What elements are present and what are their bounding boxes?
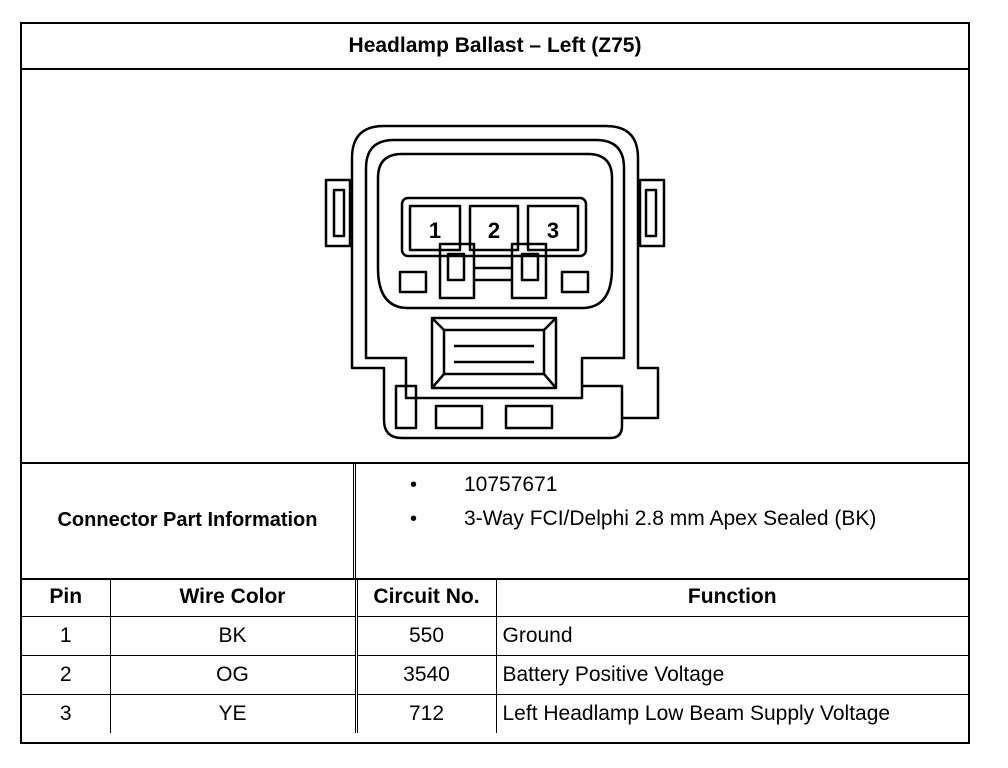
cell-circuit: 3540	[354, 655, 497, 695]
left-latch	[324, 178, 352, 248]
pin-label-2: 2	[488, 218, 500, 243]
connector-diagram-panel: 1 2 3	[22, 68, 968, 464]
table-row: 3 YE 712 Left Headlamp Low Beam Supply V…	[22, 694, 968, 733]
cell-circuit: 712	[354, 694, 497, 733]
part-info-label: Connector Part Information	[22, 462, 356, 578]
cell-circuit: 550	[354, 616, 497, 656]
header-wire-color: Wire Color	[109, 578, 357, 617]
bullet-icon: •	[410, 474, 418, 496]
cell-pin: 1	[22, 616, 111, 656]
connector-face-drawing: 1 2 3	[324, 124, 666, 440]
part-info-item: • 3-Way FCI/Delphi 2.8 mm Apex Sealed (B…	[372, 502, 962, 536]
cavity-1	[408, 204, 462, 252]
cell-wire-color: OG	[109, 655, 357, 695]
table-row: 2 OG 3540 Battery Positive Voltage	[22, 655, 968, 695]
cell-function: Left Headlamp Low Beam Supply Voltage	[495, 694, 968, 733]
terminal-lock-left	[438, 242, 476, 300]
pinout-table: Pin Wire Color Circuit No. Function 1 BK…	[22, 578, 968, 733]
pin-label-1: 1	[429, 218, 441, 243]
connector-sheet: Headlamp Ballast – Left (Z75)	[20, 22, 970, 744]
cavity-2	[468, 204, 520, 252]
part-description: 3-Way FCI/Delphi 2.8 mm Apex Sealed (BK)	[464, 507, 877, 530]
lock-window	[430, 316, 558, 390]
part-info-list: • 10757671 • 3-Way FCI/Delphi 2.8 mm Ape…	[372, 468, 962, 536]
header-pin: Pin	[22, 578, 111, 617]
table-row: 1 BK 550 Ground	[22, 616, 968, 656]
cell-pin: 2	[22, 655, 111, 695]
housing-inner	[364, 138, 626, 400]
cell-wire-color: YE	[109, 694, 357, 733]
connector-part-info: Connector Part Information • 10757671 • …	[22, 462, 968, 580]
part-number: 10757671	[464, 473, 558, 496]
table-header-row: Pin Wire Color Circuit No. Function	[22, 578, 968, 617]
cell-function: Ground	[495, 616, 968, 656]
cell-wire-color: BK	[109, 616, 357, 656]
right-latch	[638, 178, 666, 248]
terminal-lock-right	[510, 242, 548, 300]
cavity-3	[526, 204, 580, 252]
header-circuit: Circuit No.	[354, 578, 497, 617]
header-function: Function	[495, 578, 968, 617]
cell-pin: 3	[22, 694, 111, 733]
bullet-icon: •	[410, 508, 418, 530]
cell-function: Battery Positive Voltage	[495, 655, 968, 695]
pin-label-3: 3	[547, 218, 559, 243]
part-info-item: • 10757671	[372, 468, 962, 502]
page-title: Headlamp Ballast – Left (Z75)	[22, 24, 968, 70]
